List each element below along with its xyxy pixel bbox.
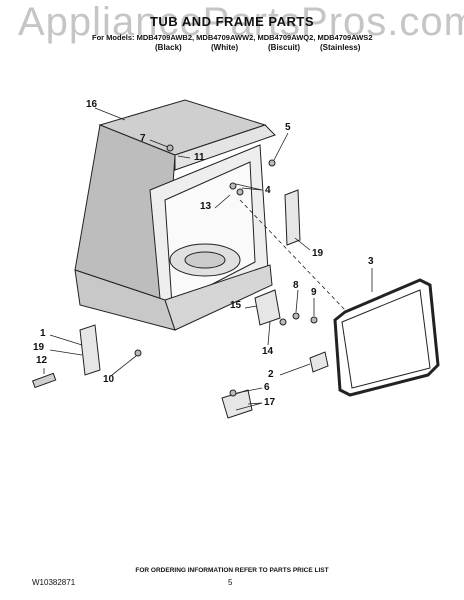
screw-6	[229, 389, 237, 397]
callout-8: 8	[293, 280, 299, 291]
variant-black: (Black)	[155, 43, 182, 52]
front-bracket-right	[284, 189, 301, 246]
document-code: W10382871	[32, 578, 76, 587]
nut-4b	[236, 188, 244, 196]
callout-4: 4	[265, 185, 271, 196]
callout-6: 6	[264, 382, 270, 393]
strike-plate	[309, 351, 329, 373]
callout-3: 3	[368, 256, 374, 267]
page-title: TUB AND FRAME PARTS	[149, 14, 315, 29]
callout-13: 13	[200, 201, 212, 212]
watermark: AppliancePartsPros.com	[18, 0, 464, 44]
screw-8	[292, 312, 300, 320]
screw-7	[166, 144, 174, 152]
variant-stainless: (Stainless)	[320, 43, 361, 52]
door-gasket	[333, 278, 440, 397]
callout-2: 2	[268, 369, 274, 380]
variant-biscuit: (Biscuit)	[268, 43, 300, 52]
variant-white: (White)	[211, 43, 239, 52]
callout-11: 11	[194, 152, 205, 163]
models-line: For Models: MDB4709AWB2, MDB4709AWW2, MD…	[92, 33, 373, 42]
screw-10	[134, 349, 142, 357]
screw-14	[279, 318, 287, 326]
front-bracket-left	[79, 324, 101, 376]
ordering-note: FOR ORDERING INFORMATION REFER TO PARTS …	[135, 567, 329, 574]
page-number: 5	[228, 578, 233, 587]
callout-14: 14	[262, 346, 274, 357]
nut-4a	[229, 182, 237, 190]
callout-15: 15	[230, 300, 242, 311]
hinge-bracket	[254, 289, 281, 326]
callout-10: 10	[103, 374, 115, 385]
callout-7: 7	[140, 133, 146, 144]
callout-12: 12	[36, 355, 48, 366]
screw-9	[310, 316, 318, 324]
callout-19-left: 19	[33, 342, 45, 353]
callout-17: 17	[264, 397, 276, 408]
screw-5	[268, 159, 276, 167]
callout-5: 5	[285, 122, 291, 133]
mount-clip	[221, 389, 253, 419]
callout-9: 9	[311, 287, 317, 298]
tub-right-side	[174, 124, 276, 171]
callout-19-right: 19	[312, 248, 324, 259]
spring	[31, 372, 57, 389]
callout-16: 16	[86, 99, 98, 110]
callout-1: 1	[40, 328, 46, 339]
